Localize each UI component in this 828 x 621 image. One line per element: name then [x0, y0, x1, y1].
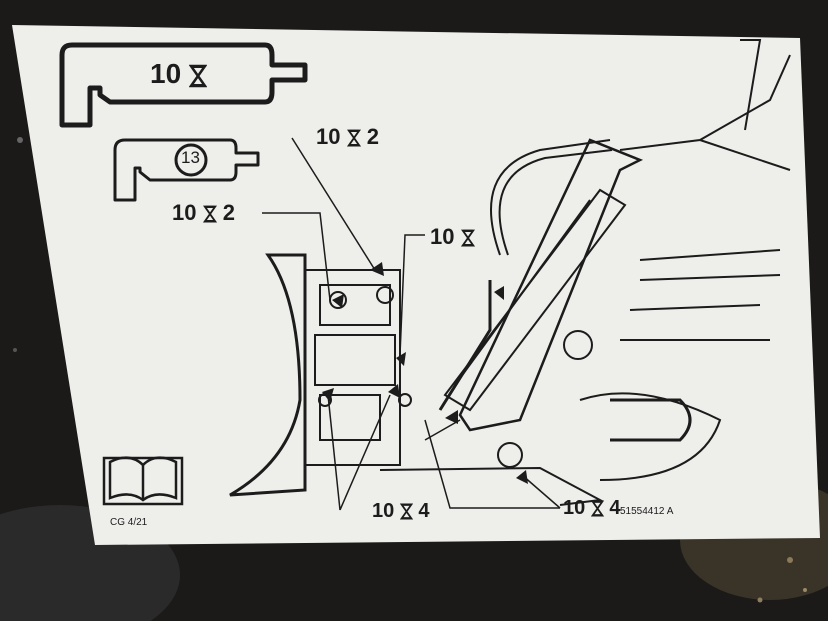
- callout-mid-left: 10 2: [172, 200, 235, 225]
- callout-top-left: 10 2: [316, 124, 379, 149]
- hourglass-icon: [346, 129, 361, 147]
- part-number: 51554412 A: [620, 506, 674, 517]
- date-code: CG 4/21: [110, 517, 148, 528]
- hourglass-icon: [590, 500, 604, 517]
- hourglass-icon: [188, 64, 207, 87]
- hourglass-icon: [460, 229, 475, 247]
- oil-can-interval-label: 13: [181, 148, 200, 167]
- callout-bottom-center: 10 4: [372, 500, 430, 522]
- callout-mid-center: 10: [430, 224, 475, 250]
- oil-can-icon: [113, 138, 260, 202]
- loader-diagram: [229, 39, 791, 511]
- grease-gun-icon: [59, 42, 308, 128]
- callout-bottom-right: 10 4: [563, 497, 621, 519]
- decal-surface: [12, 25, 820, 545]
- grease-interval-label: 10: [150, 58, 207, 90]
- manual-book-icon: [102, 456, 184, 506]
- lube-point-markers: [322, 262, 528, 484]
- hourglass-icon: [202, 205, 217, 223]
- hourglass-icon: [399, 503, 413, 520]
